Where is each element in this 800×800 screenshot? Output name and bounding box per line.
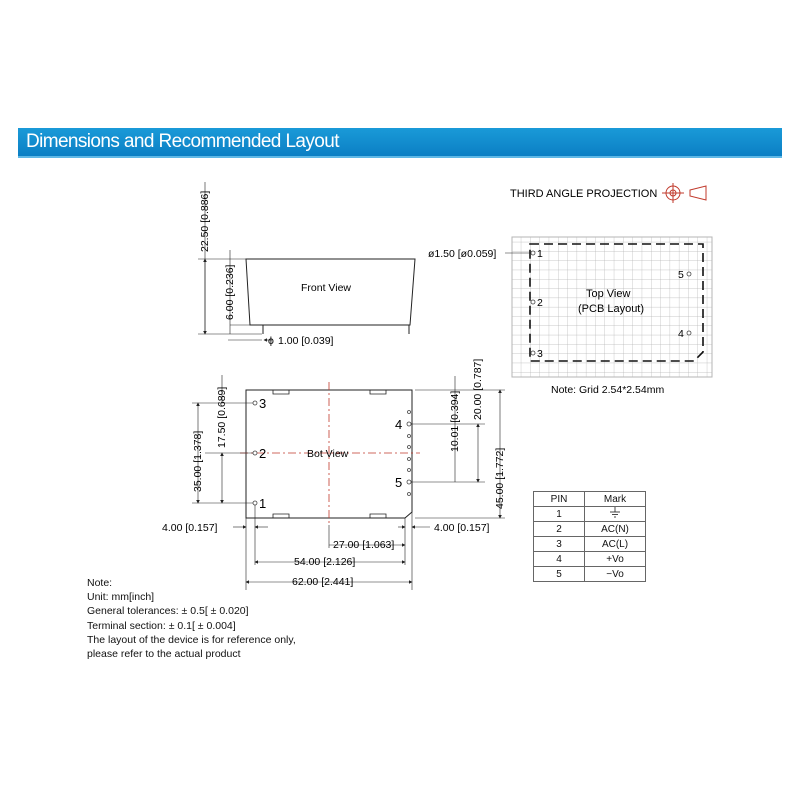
table-row: 1 [533,506,646,522]
bot-view-label: Bot View [307,448,349,460]
pin-cell: 1 [533,506,585,522]
bot-dim-54: 54.00 [2.126] [294,556,355,568]
header-mark: Mark [584,491,646,507]
front-view: Front View 22.50 [0.886] 6.00 [0.236] ϕ … [198,182,416,347]
bot-pin-5-label: 5 [395,475,402,490]
top-pin-2-label: 2 [537,297,543,309]
ground-icon [610,507,620,518]
top-hole-3 [530,350,536,356]
section-header-bar: Dimensions and Recommended Layout [18,128,782,156]
bot-dim-17: 17.50 [0.689] [216,387,228,448]
pin-cell: 5 [533,566,585,582]
note-line: General tolerances: ± 0.5[ ± 0.020] [87,605,249,618]
pin-cell: 2 [533,521,585,537]
bot-pin-1-label: 1 [259,496,266,511]
header-pin: PIN [533,491,585,507]
table-row: 2 AC(N) [533,521,646,537]
projection-label: THIRD ANGLE PROJECTION [510,188,657,200]
top-view-sublabel: (PCB Layout) [578,303,644,315]
projection-symbol-icon [662,183,707,203]
top-hole-4 [686,330,692,336]
top-pin-4-label: 4 [678,328,684,340]
note-line: Unit: mm[inch] [87,591,155,604]
front-pin-length-dim: 6.00 [0.236] [224,264,236,320]
top-view-holes [530,250,692,356]
bot-pin-3-label: 3 [259,396,266,411]
table-row: 3 AC(L) [533,536,646,552]
bot-dim-27: 27.00 [1.063] [333,539,394,551]
note-line: Note: [87,577,113,589]
grid-note: Note: Grid 2.54*2.54mm [551,384,664,396]
bot-dim-10: 10.01 [0.394] [449,391,461,452]
bot-dim-45: 45.00 [1.772] [494,448,506,509]
top-hole-5 [686,271,692,277]
pin-cell: 3 [533,536,585,552]
mark-cell: −Vo [584,566,646,582]
bot-view: Bot View 3 2 1 4 5 35.00 [1.378] 17.50 [… [162,359,506,590]
bot-dim-left-4: 4.00 [0.157] [162,522,218,534]
pin-table: PIN Mark 1 2 AC(N) 3 AC(L) 4 +Vo 5 −Vo [533,491,646,582]
note-line: please refer to the actual product [87,648,241,661]
notes-block: Note: Unit: mm[inch] General tolerances:… [87,576,296,661]
note-line: The layout of the device is for referenc… [87,633,296,646]
mark-cell: AC(L) [584,536,646,552]
note-line: Terminal section: ± 0.1[ ± 0.004] [87,619,236,632]
bot-pin-4-label: 4 [395,417,402,432]
mark-cell: AC(N) [584,521,646,537]
top-pin-5-label: 5 [678,269,684,281]
table-header-row: PIN Mark [533,491,646,507]
bot-dim-62: 62.00 [2.441] [292,576,353,588]
bot-dim-right-4: 4.00 [0.157] [434,522,490,534]
bot-pin-2-label: 2 [259,446,266,461]
front-height-dim: 22.50 [0.886] [199,191,211,252]
section-title: Dimensions and Recommended Layout [26,131,339,152]
top-hole-2 [530,299,536,305]
front-pin-dia-dim: 1.00 [0.039] [278,335,334,347]
top-pin-1-label: 1 [537,248,543,260]
bot-dim-20: 20.00 [0.787] [472,359,484,420]
table-row: 5 −Vo [533,566,646,582]
top-hole-1 [530,250,536,256]
top-view: Top View (PCB Layout) 1 2 3 4 5 ø1.50 [ø… [428,236,713,396]
top-view-label: Top View [586,288,630,300]
mark-cell [584,506,646,522]
table-row: 4 +Vo [533,551,646,567]
pin-cell: 4 [533,551,585,567]
projection-block: THIRD ANGLE PROJECTION [510,183,707,203]
bot-dim-35: 35.00 [1.378] [192,431,204,492]
header-underline [18,156,782,158]
front-view-label: Front View [301,282,351,294]
mark-cell: +Vo [584,551,646,567]
top-pin-3-label: 3 [537,348,543,360]
front-pin-dia-symbol: ϕ [268,335,274,347]
top-hole-dim: ø1.50 [ø0.059] [428,248,496,260]
